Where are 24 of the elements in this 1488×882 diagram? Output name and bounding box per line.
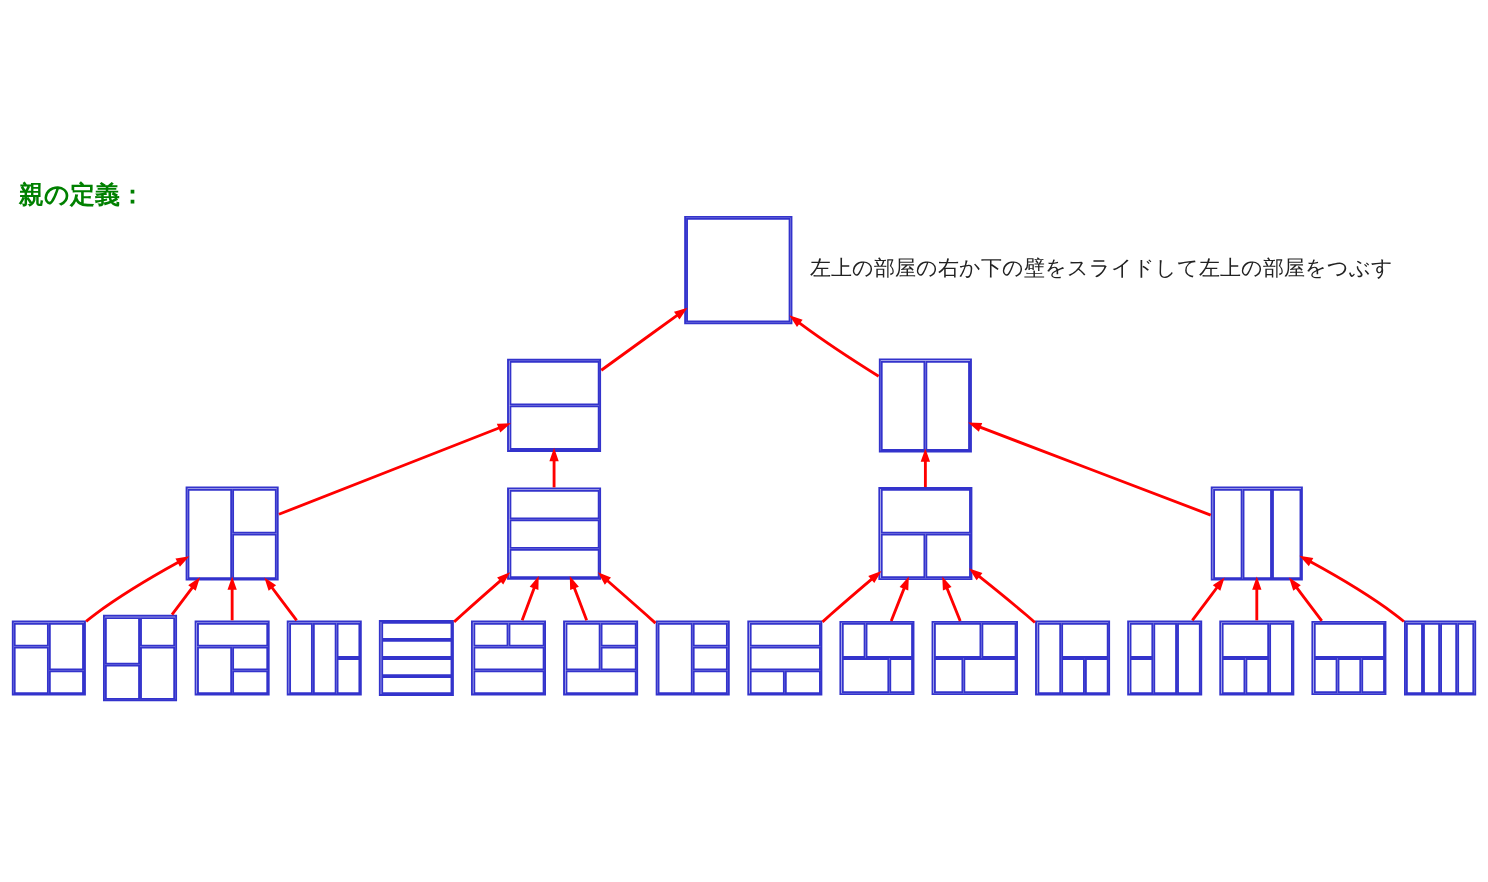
arrow	[569, 575, 588, 621]
diagram-title: 親の定義：	[19, 180, 146, 210]
arrow	[942, 576, 962, 622]
arrow	[821, 570, 882, 623]
label: 左上の部屋の右か下の壁をスライドして左上の部屋をつぶす	[810, 256, 1394, 281]
arrow	[1252, 576, 1262, 621]
arrow	[889, 576, 909, 622]
arrow	[968, 422, 1212, 517]
arrow	[920, 448, 931, 488]
arrow	[969, 568, 1036, 624]
arrow	[597, 572, 657, 625]
arrow	[520, 575, 539, 621]
arrow	[170, 577, 200, 616]
arrow	[600, 307, 688, 372]
arrow	[789, 315, 880, 378]
arrow	[1289, 577, 1323, 622]
arrow	[227, 576, 237, 621]
arrow	[264, 577, 298, 622]
arrow	[549, 447, 559, 488]
arrow	[85, 556, 190, 623]
arrow	[1299, 555, 1405, 623]
arrow	[278, 423, 511, 516]
arrow	[1191, 577, 1225, 622]
arrow	[453, 572, 511, 623]
